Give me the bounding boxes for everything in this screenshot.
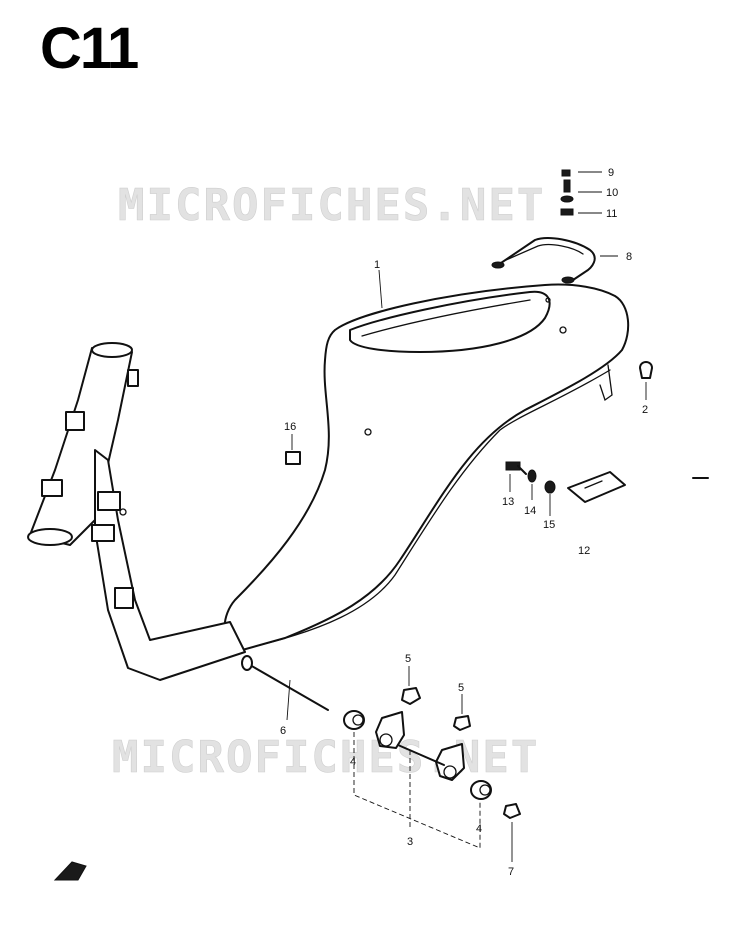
down-tube <box>91 449 246 681</box>
clamp-plate <box>567 471 626 503</box>
callout-14: 14 <box>524 505 536 517</box>
callout-13: 13 <box>502 496 514 508</box>
callout-10: 10 <box>606 187 618 199</box>
callout-4b: 4 <box>476 823 482 835</box>
u-bracket <box>491 237 596 284</box>
watermark-top: MICROFICHES.NET <box>118 180 545 231</box>
callout-16: 16 <box>284 421 296 433</box>
watermark-bottom: MICROFICHES.NET <box>112 732 539 783</box>
grommet <box>639 361 653 379</box>
frame-body <box>223 283 630 653</box>
callout-7: 7 <box>508 866 514 878</box>
grommet-16 <box>285 451 301 465</box>
callout-6: 6 <box>280 725 286 737</box>
hanger-link <box>375 711 465 781</box>
nuts <box>401 687 471 731</box>
callout-5b: 5 <box>458 682 464 694</box>
callout-12: 12 <box>578 545 590 557</box>
callout-5a: 5 <box>405 653 411 665</box>
callout-1: 1 <box>374 259 380 271</box>
callout-8: 8 <box>626 251 632 263</box>
callout-15: 15 <box>543 519 555 531</box>
long-bolt <box>241 655 329 711</box>
front-arrow-icon <box>53 861 87 881</box>
nut-7 <box>503 803 521 819</box>
callout-labels: 1 2 3 4 4 5 5 6 7 8 9 10 11 12 13 14 15 … <box>280 167 648 878</box>
head-pipe <box>27 342 139 546</box>
callout-3: 3 <box>407 836 413 848</box>
leader-lines <box>286 171 647 862</box>
bushings <box>343 710 492 800</box>
fastener-stack <box>560 169 574 216</box>
callout-2: 2 <box>642 404 648 416</box>
callout-9: 9 <box>608 167 614 179</box>
bolt-washer-nut <box>505 461 556 494</box>
callout-4a: 4 <box>350 756 356 768</box>
callout-11: 11 <box>606 208 617 220</box>
page-title: C11 <box>40 16 138 81</box>
